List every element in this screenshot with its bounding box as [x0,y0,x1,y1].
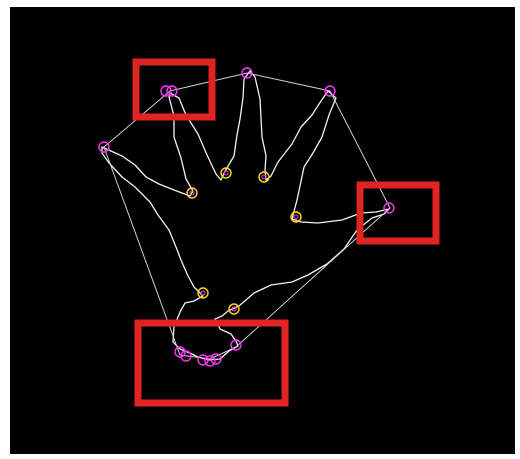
hull-point-marker [174,346,186,358]
defect-point-marker [290,211,302,223]
hull-point-marker [383,202,395,214]
defect-point-center [223,170,229,176]
hull-point-marker [180,350,192,362]
hand-contour-visualization [98,58,440,407]
defect-point-center [200,290,206,296]
highlight-box-2 [356,181,440,245]
hull-point-marker [230,339,242,351]
defect-point-center [261,174,267,180]
convex-hull-outline [103,72,391,360]
hull-point-marker [324,85,336,97]
hull-point-marker [197,354,209,366]
hull-point-marker [204,355,216,367]
defect-point-marker [186,187,198,199]
hull-point-marker [241,67,253,79]
defect-point-marker [228,303,240,315]
defect-point-marker [220,167,232,179]
highlight-box-1 [132,58,216,121]
hull-point-marker [210,353,222,365]
defect-point-center [293,214,299,220]
hull-point-marker [98,141,110,153]
hand-detection-canvas [10,7,515,454]
hull-point-marker [166,85,178,97]
defect-point-center [189,190,195,196]
defect-point-marker [258,171,270,183]
hull-point-marker [160,85,172,97]
highlight-box-3 [134,319,289,407]
defect-point-center [231,306,237,312]
defect-point-marker [197,287,209,299]
